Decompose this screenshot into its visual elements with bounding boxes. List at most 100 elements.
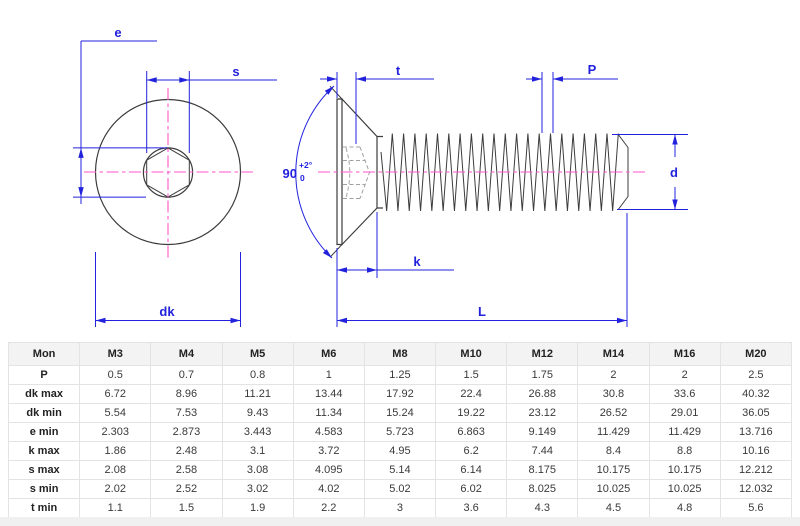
table-row: s max2.082.583.084.0955.146.148.17510.17… <box>9 461 792 480</box>
value-cell: 1.86 <box>80 442 151 461</box>
value-cell: 11.21 <box>222 385 293 404</box>
value-cell: 2.08 <box>80 461 151 480</box>
value-cell: 13.716 <box>720 423 791 442</box>
row-label: k max <box>9 442 80 461</box>
value-cell: 36.05 <box>720 404 791 423</box>
column-header: M8 <box>364 343 435 366</box>
value-cell: 5.54 <box>80 404 151 423</box>
dimension-s: s <box>147 64 277 153</box>
column-header: M3 <box>80 343 151 366</box>
column-header: M16 <box>649 343 720 366</box>
table-row: e min2.3032.8733.4434.5835.7236.8639.149… <box>9 423 792 442</box>
value-cell: 13.44 <box>293 385 364 404</box>
value-cell: 4.02 <box>293 480 364 499</box>
value-cell: 4.095 <box>293 461 364 480</box>
value-cell: 3.6 <box>436 499 507 518</box>
column-header: M6 <box>293 343 364 366</box>
value-cell: 2.873 <box>151 423 222 442</box>
dimension-e: e <box>73 25 167 204</box>
row-label: dk min <box>9 404 80 423</box>
value-cell: 2 <box>649 366 720 385</box>
label-p: P <box>588 62 597 77</box>
row-label: s min <box>9 480 80 499</box>
value-cell: 30.8 <box>578 385 649 404</box>
hidden-socket-lines <box>343 147 370 199</box>
value-cell: 11.429 <box>649 423 720 442</box>
value-cell: 10.16 <box>720 442 791 461</box>
column-header: M10 <box>436 343 507 366</box>
value-cell: 8.175 <box>507 461 578 480</box>
label-t: t <box>396 63 401 78</box>
value-cell: 6.863 <box>436 423 507 442</box>
value-cell: 2.303 <box>80 423 151 442</box>
value-cell: 2.2 <box>293 499 364 518</box>
value-cell: 7.44 <box>507 442 578 461</box>
value-cell: 2 <box>578 366 649 385</box>
dimension-k: k <box>337 212 454 327</box>
row-label: dk max <box>9 385 80 404</box>
value-cell: 4.583 <box>293 423 364 442</box>
value-cell: 3.72 <box>293 442 364 461</box>
label-dk: dk <box>159 304 175 319</box>
table-row: s min2.022.523.024.025.026.028.02510.025… <box>9 480 792 499</box>
row-label: P <box>9 366 80 385</box>
value-cell: 5.02 <box>364 480 435 499</box>
dimension-dk: dk <box>96 252 241 327</box>
value-cell: 12.212 <box>720 461 791 480</box>
value-cell: 6.02 <box>436 480 507 499</box>
value-cell: 2.02 <box>80 480 151 499</box>
column-header: M4 <box>151 343 222 366</box>
value-cell: 29.01 <box>649 404 720 423</box>
value-cell: 5.14 <box>364 461 435 480</box>
value-cell: 4.5 <box>578 499 649 518</box>
value-cell: 7.53 <box>151 404 222 423</box>
label-e: e <box>114 25 121 40</box>
spec-table-container: MonM3M4M5M6M8M10M12M14M16M20 P0.50.70.81… <box>8 342 792 518</box>
value-cell: 0.5 <box>80 366 151 385</box>
value-cell: 6.72 <box>80 385 151 404</box>
column-header: Mon <box>9 343 80 366</box>
value-cell: 6.14 <box>436 461 507 480</box>
dimension-d: d <box>612 135 688 210</box>
label-angle-upper-tolerance: +2° <box>299 160 313 170</box>
value-cell: 9.43 <box>222 404 293 423</box>
value-cell: 1.5 <box>436 366 507 385</box>
table-row: dk max6.728.9611.2113.4417.9222.426.8830… <box>9 385 792 404</box>
value-cell: 1.25 <box>364 366 435 385</box>
value-cell: 1 <box>293 366 364 385</box>
value-cell: 2.58 <box>151 461 222 480</box>
table-header: MonM3M4M5M6M8M10M12M14M16M20 <box>9 343 792 366</box>
value-cell: 4.95 <box>364 442 435 461</box>
value-cell: 8.96 <box>151 385 222 404</box>
label-k: k <box>413 254 421 269</box>
value-cell: 26.88 <box>507 385 578 404</box>
header-row: MonM3M4M5M6M8M10M12M14M16M20 <box>9 343 792 366</box>
table-body: P0.50.70.811.251.51.75222.5dk max6.728.9… <box>9 366 792 518</box>
value-cell: 22.4 <box>436 385 507 404</box>
value-cell: 3.1 <box>222 442 293 461</box>
screw-technical-drawing: e s dk <box>0 0 800 341</box>
label-s: s <box>232 64 239 79</box>
value-cell: 1.75 <box>507 366 578 385</box>
top-view: e s dk <box>73 25 277 327</box>
value-cell: 1.1 <box>80 499 151 518</box>
value-cell: 0.8 <box>222 366 293 385</box>
value-cell: 10.175 <box>649 461 720 480</box>
row-label: s max <box>9 461 80 480</box>
value-cell: 8.4 <box>578 442 649 461</box>
value-cell: 10.025 <box>649 480 720 499</box>
side-view: 90 +2° 0 t P k L <box>283 62 688 327</box>
value-cell: 10.025 <box>578 480 649 499</box>
value-cell: 9.149 <box>507 423 578 442</box>
value-cell: 0.7 <box>151 366 222 385</box>
value-cell: 15.24 <box>364 404 435 423</box>
value-cell: 19.22 <box>436 404 507 423</box>
value-cell: 10.175 <box>578 461 649 480</box>
value-cell: 1.5 <box>151 499 222 518</box>
bottom-background-strip <box>0 517 800 526</box>
label-l: L <box>478 304 486 319</box>
value-cell: 8.8 <box>649 442 720 461</box>
label-d: d <box>670 165 678 180</box>
value-cell: 4.8 <box>649 499 720 518</box>
column-header: M20 <box>720 343 791 366</box>
